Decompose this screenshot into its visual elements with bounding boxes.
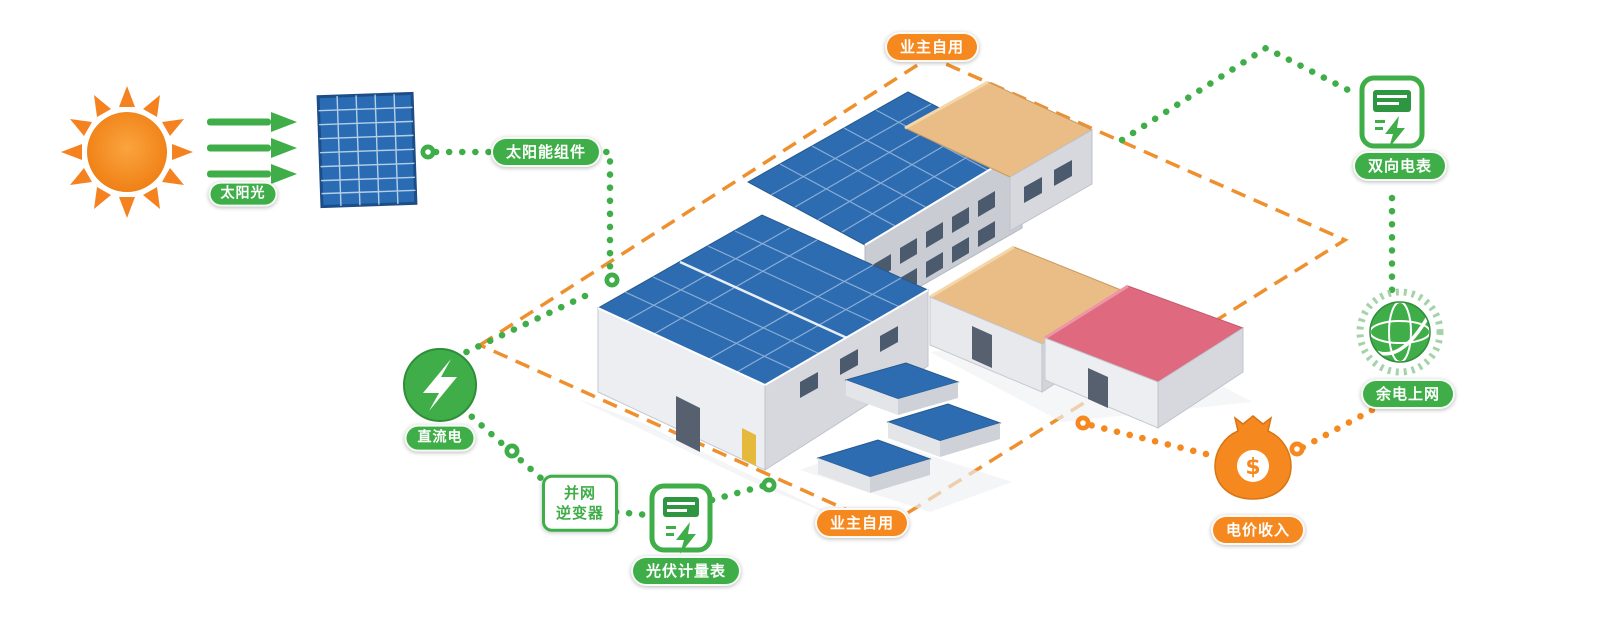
boundary-dashed-line — [476, 55, 1349, 529]
solar-module-label: 太阳能组件 — [490, 137, 602, 167]
electricity-income-label: 电价收入 — [1210, 515, 1306, 545]
grid-globe-icon — [1356, 288, 1444, 376]
grid-inverter-line2: 逆变器 — [555, 504, 605, 522]
flow-lines-orange — [1082, 406, 1376, 458]
pv-meter-icon — [649, 483, 713, 554]
bidirectional-meter-icon — [1359, 75, 1425, 149]
sun-icon — [61, 86, 193, 218]
bidirectional-meter-label: 双向电表 — [1352, 151, 1448, 181]
surplus-to-grid-label: 余电上网 — [1360, 379, 1456, 409]
grid-inverter-line1: 并网 — [563, 483, 597, 502]
dc-power-label: 直流电 — [404, 424, 476, 452]
owner-self-use-top-label: 业主自用 — [884, 32, 980, 62]
sunlight-label: 太阳光 — [208, 181, 278, 207]
small-solar-canopies — [816, 362, 1002, 493]
solar-panel-icon — [316, 91, 418, 209]
owner-self-use-bottom-label: 业主自用 — [814, 508, 910, 538]
money-bag-icon: $ — [1214, 415, 1292, 500]
grid-inverter-badge: 并网 逆变器 — [541, 474, 619, 532]
dc-bolt-icon — [403, 348, 477, 422]
pv-meter-label: 光伏计量表 — [630, 556, 742, 586]
dollar-sign: $ — [1245, 455, 1260, 480]
sunlight-arrows-icon — [207, 112, 297, 184]
flow-lines-green — [432, 44, 1396, 519]
buildings-illustration — [596, 80, 1245, 493]
connector-nodes — [420, 144, 1305, 493]
